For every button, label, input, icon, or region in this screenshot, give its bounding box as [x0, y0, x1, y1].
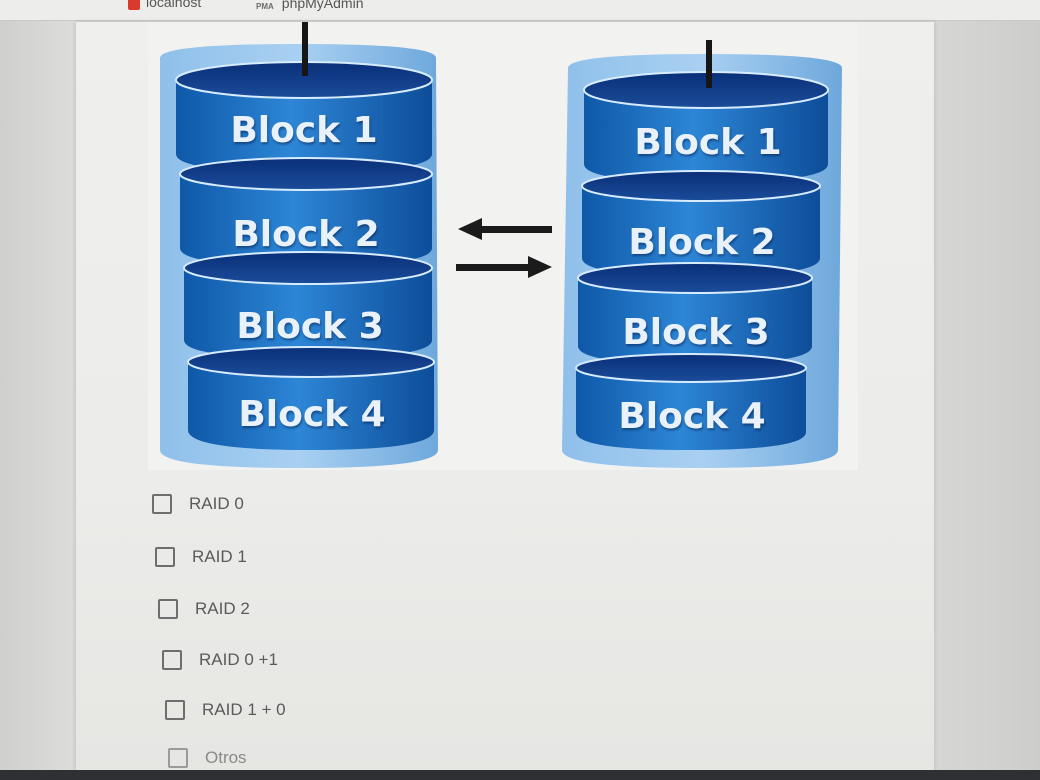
option-raid-1[interactable]: RAID 1 [155, 547, 247, 567]
option-label: Otros [205, 748, 247, 767]
left-disk [160, 22, 438, 468]
left-block-4-label: Block 4 [238, 394, 386, 435]
arrow-left-icon [458, 218, 552, 240]
right-block-1-label: Block 1 [634, 122, 782, 163]
checkbox[interactable] [158, 599, 178, 619]
phpmyadmin-icon: PMA [256, 2, 274, 11]
page-background-right [934, 21, 1040, 771]
raid-mirroring-figure: Block 1 Block 2 Block 3 Block 4 Block 1 … [148, 22, 858, 470]
right-disk [562, 40, 842, 468]
option-otros[interactable]: Otros [168, 748, 247, 768]
page-background-left [0, 21, 72, 771]
option-label: RAID 0 [189, 494, 244, 513]
right-block-4-label: Block 4 [618, 396, 766, 437]
bookmark-label: localhost [146, 0, 202, 10]
raid-diagram [160, 22, 842, 468]
option-label: RAID 2 [195, 599, 250, 618]
checkbox[interactable] [152, 494, 172, 514]
taskbar [0, 770, 1040, 780]
bookmarks-bar: localhost PMA phpMyAdmin [0, 0, 1040, 21]
bookmark-localhost[interactable]: localhost [128, 0, 201, 10]
left-block-2-label: Block 2 [232, 214, 380, 255]
bookmark-phpmyadmin[interactable]: PMA phpMyAdmin [256, 0, 363, 11]
checkbox[interactable] [165, 700, 185, 720]
localhost-icon [128, 0, 140, 10]
checkbox[interactable] [162, 650, 182, 670]
option-raid-0[interactable]: RAID 0 [152, 494, 244, 514]
bookmark-label: phpMyAdmin [281, 0, 364, 11]
checkbox[interactable] [155, 547, 175, 567]
option-label: RAID 1 + 0 [202, 700, 286, 719]
option-raid-2[interactable]: RAID 2 [158, 599, 250, 619]
right-block-2-label: Block 2 [628, 222, 776, 263]
arrow-right-icon [456, 256, 552, 278]
right-block-3-label: Block 3 [622, 312, 770, 353]
left-block-3-label: Block 3 [236, 306, 384, 347]
checkbox[interactable] [168, 748, 188, 768]
left-block-1-label: Block 1 [230, 110, 378, 151]
option-raid-0-1[interactable]: RAID 0 +1 [162, 650, 278, 670]
option-raid-1-0[interactable]: RAID 1 + 0 [165, 700, 286, 720]
option-label: RAID 1 [192, 547, 247, 566]
option-label: RAID 0 +1 [199, 650, 278, 669]
